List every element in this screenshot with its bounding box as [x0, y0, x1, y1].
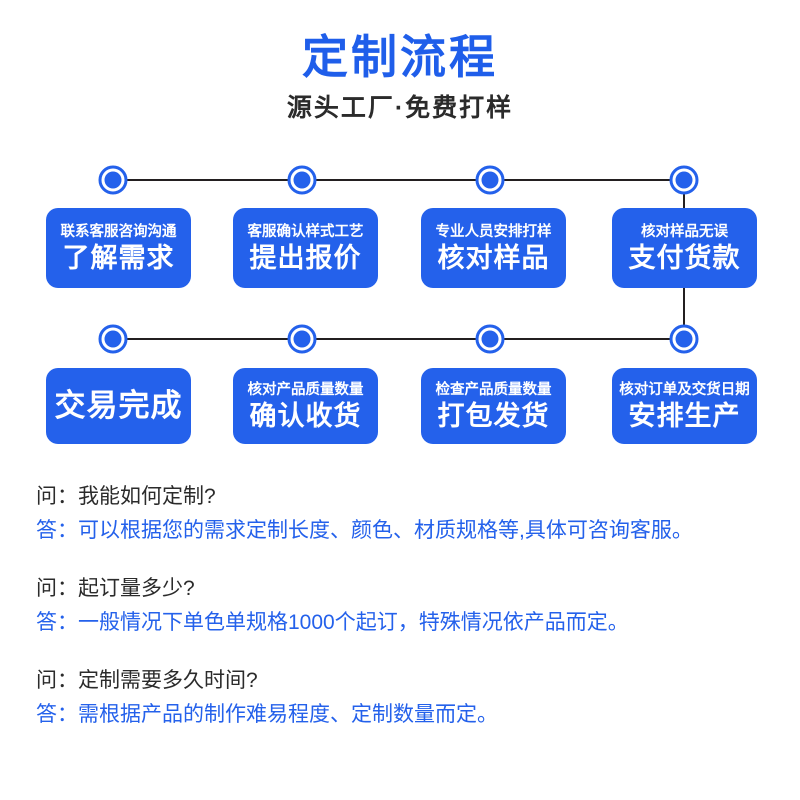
- step-card-5[interactable]: 核对订单及交货日期 安排生产: [612, 368, 757, 444]
- step-card-subtitle: 核对产品质量数量: [247, 381, 364, 398]
- faq-question: 问： 起订量多少?: [36, 572, 776, 606]
- step-card-2[interactable]: 客服确认样式工艺 提出报价: [233, 208, 378, 288]
- step-node-8[interactable]: [98, 324, 128, 354]
- step-card-title: 了解需求: [62, 242, 175, 273]
- faq-question: 问： 我能如何定制?: [36, 480, 776, 514]
- faq-question: 问： 定制需要多久时间?: [36, 664, 776, 698]
- step-card-8[interactable]: 交易完成: [46, 368, 191, 444]
- faq-answer-label: 答：: [36, 519, 78, 542]
- step-node-6[interactable]: [475, 324, 505, 354]
- faq-item: 问： 起订量多少? 答： 一般情况下单色单规格1000个起订，特殊情况依产品而定…: [36, 572, 776, 640]
- faq-answer-label: 答：: [36, 611, 78, 634]
- step-card-subtitle: 专业人员安排打样: [435, 223, 552, 240]
- faq-answer: 答： 需根据产品的制作难易程度、定制数量而定。: [36, 698, 776, 732]
- step-card-title: 支付货款: [628, 242, 741, 273]
- step-node-5[interactable]: [669, 324, 699, 354]
- faq-item: 问： 定制需要多久时间? 答： 需根据产品的制作难易程度、定制数量而定。: [36, 664, 776, 732]
- flow-row-1: 联系客服咨询沟通 了解需求 客服确认样式工艺 提出报价 专业人员安排打样 核对样…: [0, 208, 800, 308]
- step-node-4[interactable]: [669, 165, 699, 195]
- faq-question-text: 定制需要多久时间?: [78, 669, 258, 692]
- step-node-7[interactable]: [287, 324, 317, 354]
- step-card-subtitle: 核对订单及交货日期: [619, 381, 750, 398]
- step-card-title: 安排生产: [628, 400, 741, 431]
- page-title: 定制流程: [302, 31, 498, 83]
- step-card-title: 打包发货: [437, 400, 550, 431]
- faq-question-label: 问：: [36, 669, 78, 692]
- faq-answer-label: 答：: [36, 703, 78, 726]
- faq-question-text: 起订量多少?: [78, 577, 195, 600]
- process-flow-diagram: 联系客服咨询沟通 了解需求 客服确认样式工艺 提出报价 专业人员安排打样 核对样…: [0, 150, 800, 470]
- step-card-title: 提出报价: [249, 242, 362, 273]
- step-node-3[interactable]: [475, 165, 505, 195]
- faq-item: 问： 我能如何定制? 答： 可以根据您的需求定制长度、颜色、材质规格等,具体可咨…: [36, 480, 776, 548]
- page-header: 定制流程 源头工厂·免费打样: [0, 0, 800, 124]
- faq-answer-text: 需根据产品的制作难易程度、定制数量而定。: [78, 703, 498, 726]
- flow-row-2: 交易完成 核对产品质量数量 确认收货 检查产品质量数量 打包发货 核对订单及交货…: [0, 368, 800, 468]
- faq-answer: 答： 可以根据您的需求定制长度、颜色、材质规格等,具体可咨询客服。: [36, 514, 776, 548]
- step-card-title: 确认收货: [249, 400, 362, 431]
- faq-answer-text: 可以根据您的需求定制长度、颜色、材质规格等,具体可咨询客服。: [78, 519, 693, 542]
- step-card-subtitle: 检查产品质量数量: [435, 381, 552, 398]
- faq-section: 问： 我能如何定制? 答： 可以根据您的需求定制长度、颜色、材质规格等,具体可咨…: [36, 480, 776, 756]
- flow-connectors: [98, 165, 699, 354]
- faq-answer-text: 一般情况下单色单规格1000个起订，特殊情况依产品而定。: [78, 611, 629, 634]
- step-card-1[interactable]: 联系客服咨询沟通 了解需求: [46, 208, 191, 288]
- faq-answer: 答： 一般情况下单色单规格1000个起订，特殊情况依产品而定。: [36, 606, 776, 640]
- page-subtitle: 源头工厂·免费打样: [286, 94, 514, 122]
- faq-question-text: 我能如何定制?: [78, 485, 216, 508]
- faq-question-label: 问：: [36, 485, 78, 508]
- step-card-4[interactable]: 核对样品无误 支付货款: [612, 208, 757, 288]
- step-card-subtitle: 核对样品无误: [641, 223, 728, 240]
- faq-question-label: 问：: [36, 577, 78, 600]
- step-card-subtitle: 客服确认样式工艺: [247, 223, 364, 240]
- step-card-subtitle: 联系客服咨询沟通: [60, 223, 177, 240]
- step-card-6[interactable]: 检查产品质量数量 打包发货: [421, 368, 566, 444]
- step-card-title: 核对样品: [437, 242, 550, 273]
- step-card-3[interactable]: 专业人员安排打样 核对样品: [421, 208, 566, 288]
- step-node-2[interactable]: [287, 165, 317, 195]
- step-card-7[interactable]: 核对产品质量数量 确认收货: [233, 368, 378, 444]
- step-card-title: 交易完成: [54, 388, 183, 423]
- step-node-1[interactable]: [98, 165, 128, 195]
